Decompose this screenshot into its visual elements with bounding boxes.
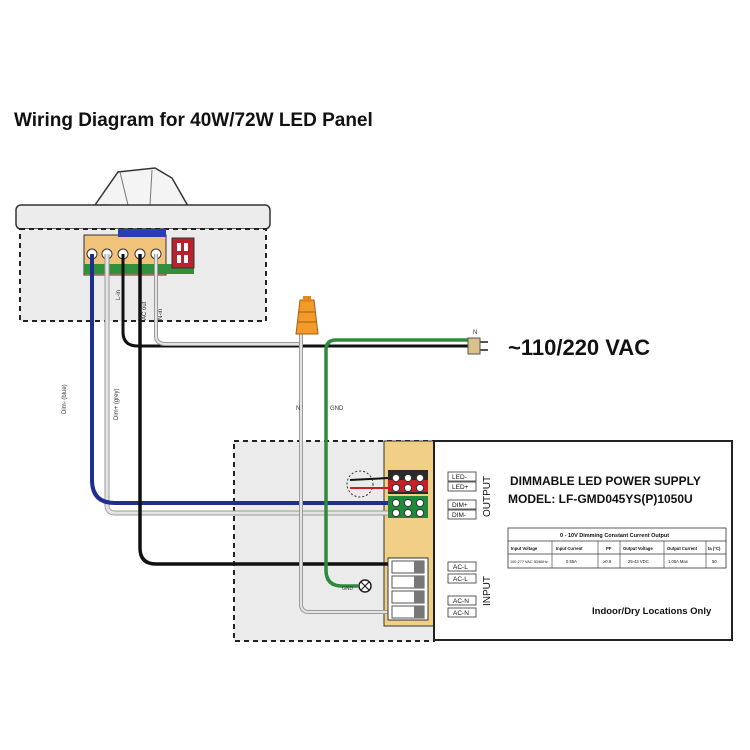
ground-screw-label: GND — [342, 586, 354, 592]
sensor-terminal-label-1: L-in — [116, 290, 122, 300]
green-wire-ground — [324, 338, 470, 588]
spec-value-input-current: 0.55A — [566, 559, 577, 564]
wire-label-ground: GND — [330, 406, 344, 412]
output-label: OUTPUT — [482, 476, 493, 517]
sensor-terminal-label-3: N-in — [158, 309, 164, 320]
output-terminal-dim-plus: DIM+ — [452, 502, 468, 509]
spec-value-output-current: 1.05A Max — [668, 559, 689, 564]
input-terminal-ac-l-1: AC-L — [453, 564, 468, 571]
wire-label-dim-plus: Dim+ (grey) — [114, 388, 120, 420]
output-terminal-dim-minus: DIM- — [452, 512, 466, 519]
occupancy-sensor: L-in AC out N-in — [15, 167, 271, 322]
spec-value-ta: 50 — [712, 559, 717, 564]
spec-header-ta: ta (°C) — [708, 546, 721, 551]
led-connector — [346, 470, 374, 498]
spec-header-output-current: Output Current — [667, 546, 698, 551]
grey-wire-neutral-in — [155, 254, 300, 345]
wire-label-neutral: N — [296, 406, 300, 412]
output-terminal-led-plus: LED+ — [452, 484, 469, 491]
driver-model: MODEL: LF-GMD045YS(P)1050U — [508, 492, 693, 506]
supply-line-tag: N — [473, 330, 477, 336]
sensor-dome — [93, 167, 190, 207]
diagram-title: Wiring Diagram for 40W/72W LED Panel — [14, 110, 373, 131]
wire-label-dim-minus: Dim- (blue) — [62, 384, 68, 414]
driver-heading: DIMMABLE LED POWER SUPPLY — [510, 474, 701, 488]
spec-header-pf: PF — [606, 546, 612, 551]
supply-voltage-label: ~110/220 VAC — [508, 335, 651, 360]
wire-nut — [295, 296, 319, 335]
sensor-terminal-label-2: AC out — [142, 301, 148, 320]
grey-wire-neutral — [300, 330, 392, 613]
spec-value-output-voltage: 25-43 VDC — [628, 559, 649, 564]
location-note: Indoor/Dry Locations Only — [592, 606, 712, 617]
sensor-plate — [15, 204, 271, 230]
supply-plug — [467, 337, 488, 355]
sensor-dip-switch — [171, 237, 195, 269]
input-terminal-ac-n-2: AC-N — [453, 610, 469, 617]
input-terminal-block — [387, 557, 429, 621]
output-terminal-block — [388, 470, 428, 518]
black-wire-line — [138, 254, 392, 566]
input-terminal-ac-l-2: AC-L — [453, 576, 468, 583]
spec-table: 0 - 10V Dimming Constant Current Output … — [507, 527, 727, 569]
input-terminal-ac-n-1: AC-N — [453, 598, 469, 605]
spec-header-input-voltage: Input Voltage — [511, 546, 538, 551]
input-label: INPUT — [482, 576, 493, 606]
blue-wire-dim-minus — [90, 254, 392, 505]
dim-minus-text: Dim- (blue) — [62, 384, 68, 414]
spec-value-pf: ≥0.9 — [603, 559, 612, 564]
spec-header-input-current: Input Current — [556, 546, 583, 551]
spec-table-caption: 0 - 10V Dimming Constant Current Output — [560, 533, 669, 539]
black-wire-supply — [121, 254, 470, 348]
dim-plus-text: Dim+ (grey) — [114, 388, 120, 420]
spec-value-input-voltage: 100-277 VAC 50/60Hz — [510, 560, 548, 564]
output-terminal-led-minus: LED- — [452, 474, 467, 481]
spec-header-output-voltage: Output Voltage — [623, 546, 653, 551]
